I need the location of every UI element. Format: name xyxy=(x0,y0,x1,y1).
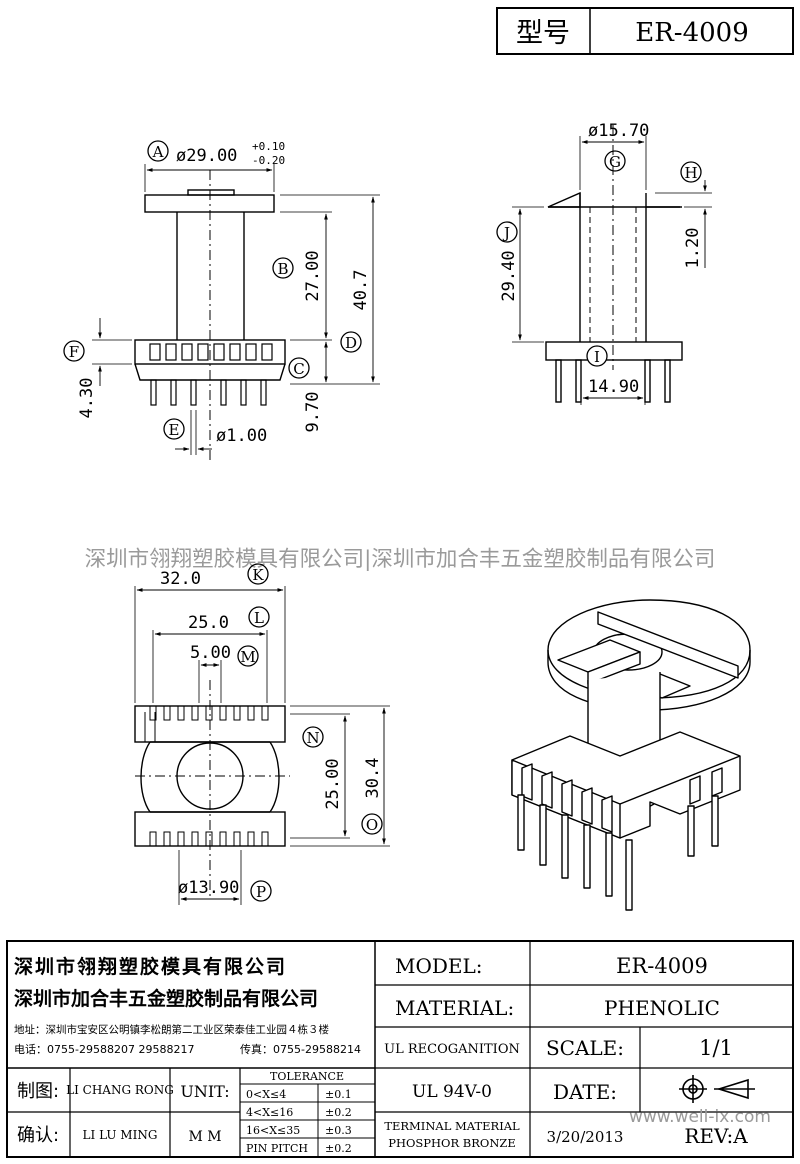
unit-value: M M xyxy=(188,1129,221,1145)
address: 地址：深圳市宝安区公明镇李松朗第二工业区荣泰佳工业园４栋３楼 xyxy=(14,1023,329,1036)
title-block-text: 深圳市翎翔塑胶模具有限公司 深圳市加合丰五金塑胶制品有限公司 地址：深圳市宝安区… xyxy=(14,954,771,1155)
tolerance-range-3: 16<X≤35 xyxy=(246,1124,300,1137)
dim-o: 30.4 xyxy=(363,758,383,799)
header-model: ER-4009 xyxy=(635,18,749,48)
side-view xyxy=(512,125,712,405)
balloon-f: F xyxy=(69,343,79,361)
dim-l: 25.0 xyxy=(188,613,229,633)
tolerance-header: TOLERANCE xyxy=(270,1070,344,1083)
tolerance-value-4: ±0.2 xyxy=(325,1142,352,1155)
balloon-h: H xyxy=(684,164,697,182)
tolerance-value-1: ±0.1 xyxy=(325,1088,352,1101)
dim-i: 14.90 xyxy=(588,377,639,397)
balloon-e: E xyxy=(169,421,180,439)
checked-label: 确认: xyxy=(17,1125,59,1146)
scale-label: SCALE: xyxy=(546,1036,624,1060)
company-name-2: 深圳市加合丰五金塑胶制品有限公司 xyxy=(14,987,318,1010)
dim-e: ø1.00 xyxy=(216,426,267,446)
type-label: 型号 xyxy=(516,18,570,49)
dim-b: 27.00 xyxy=(303,250,323,301)
fax: 传真：0755-29588214 xyxy=(240,1042,361,1056)
isometric-view xyxy=(511,599,751,911)
dim-a-tol-minus: -0.20 xyxy=(252,154,285,167)
scale-value: 1/1 xyxy=(699,1036,733,1060)
phone: 电话：0755-29588207 29588217 xyxy=(14,1043,194,1056)
unit-label: UNIT: xyxy=(180,1082,229,1101)
balloon-j: J xyxy=(502,224,510,242)
side-view-labels: ø15.70 G H 1.20 J 29.40 I 14.90 xyxy=(496,121,703,397)
dim-n: 25.00 xyxy=(323,758,343,809)
drawn-by: LI CHANG RONG xyxy=(66,1083,174,1097)
material-value: PHENOLIC xyxy=(604,996,720,1020)
dim-k: 32.0 xyxy=(160,569,201,589)
balloon-n: N xyxy=(306,729,319,747)
tolerance-value-2: ±0.2 xyxy=(325,1106,352,1119)
tolerance-range-2: 4<X≤16 xyxy=(246,1106,293,1119)
company-name-1: 深圳市翎翔塑胶模具有限公司 xyxy=(14,955,287,978)
checked-by: LI LU MING xyxy=(83,1128,158,1142)
model-label: MODEL: xyxy=(395,954,483,978)
balloon-a: A xyxy=(152,143,164,161)
dim-j: 29.40 xyxy=(499,250,519,301)
balloon-d: D xyxy=(345,334,357,352)
front-view xyxy=(92,164,380,460)
terminal-line-1: TERMINAL MATERIAL xyxy=(384,1119,520,1133)
rev-label: REV:A xyxy=(684,1124,748,1148)
balloon-b: B xyxy=(277,260,288,278)
date-label: DATE: xyxy=(553,1080,617,1104)
balloon-o: O xyxy=(366,816,378,834)
model-value: ER-4009 xyxy=(616,954,708,978)
balloon-l: L xyxy=(254,609,264,627)
balloon-i: I xyxy=(594,348,600,366)
date-value: 3/20/2013 xyxy=(547,1128,624,1146)
balloon-k: K xyxy=(252,566,264,584)
material-label: MATERIAL: xyxy=(395,996,514,1020)
dim-g: ø15.70 xyxy=(588,121,649,141)
website-watermark: www.well-ix.com xyxy=(629,1107,771,1127)
watermark-banner: 深圳市翎翔塑胶模具有限公司|深圳市加合丰五金塑胶制品有限公司 xyxy=(85,547,716,572)
dim-f: 4.30 xyxy=(77,378,97,419)
tolerance-value-3: ±0.3 xyxy=(325,1124,352,1137)
tolerance-range-1: 0<X≤4 xyxy=(246,1088,286,1101)
projection-symbol-icon xyxy=(679,1075,755,1103)
terminal-line-2: PHOSPHOR BRONZE xyxy=(388,1136,516,1150)
tolerance-range-4: PIN PITCH xyxy=(246,1142,308,1155)
drawn-label: 制图: xyxy=(17,1081,59,1102)
dim-h: 1.20 xyxy=(683,228,703,269)
front-view-labels: A ø29.00 +0.10 -0.20 B 27.00 C 9.70 D 40… xyxy=(63,140,371,446)
header-box: 型号 ER-4009 xyxy=(496,7,794,55)
dim-p: ø13.90 xyxy=(178,878,239,898)
balloon-m: M xyxy=(240,648,255,666)
title-block xyxy=(6,940,794,1158)
dim-c: 9.70 xyxy=(303,392,323,433)
balloon-c: C xyxy=(293,360,304,378)
balloon-g: G xyxy=(609,153,621,171)
dim-a: ø29.00 xyxy=(176,146,237,166)
bottom-view-labels: 32.0 K 25.0 L 5.00 M N 25.00 O 30.4 ø13.… xyxy=(160,563,383,902)
ul-value: UL 94V-0 xyxy=(412,1082,492,1102)
dim-a-tol-plus: +0.10 xyxy=(252,140,285,153)
balloon-p: P xyxy=(256,883,266,901)
dim-m: 5.00 xyxy=(190,643,231,663)
bottom-view xyxy=(134,586,390,905)
dim-d: 40.7 xyxy=(351,270,371,311)
ul-label: UL RECOGANITION xyxy=(384,1042,520,1057)
